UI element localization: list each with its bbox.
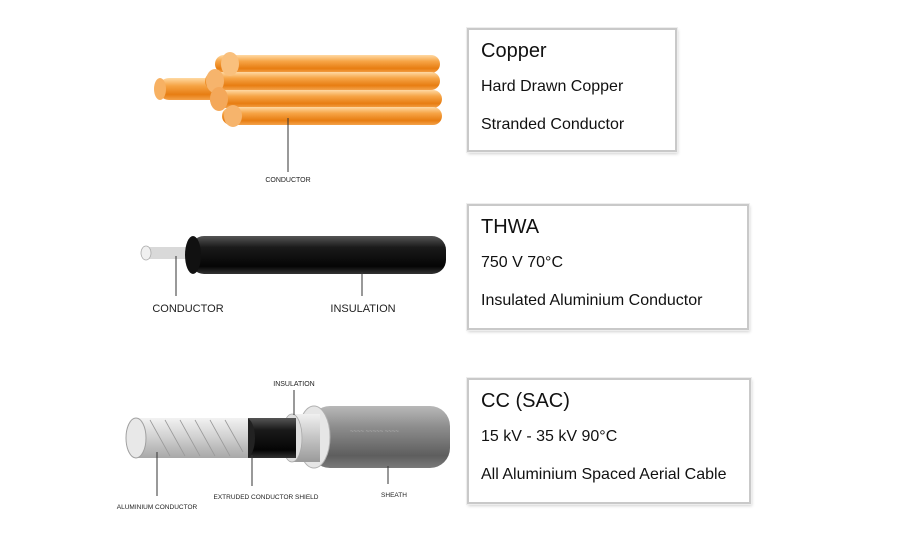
cc-insulation-label: INSULATION — [273, 381, 315, 388]
thwa-strand-end — [140, 245, 152, 261]
copper-spec-box: Copper Hard Drawn Copper Stranded Conduc… — [467, 28, 677, 152]
copper-strand — [222, 107, 442, 125]
copper-strand-end — [154, 78, 166, 100]
copper-strand — [210, 90, 442, 108]
thwa-cable-illustration: CONDUCTOR INSULATION — [140, 236, 446, 315]
thwa-insulation — [190, 236, 446, 274]
thwa-line2: Insulated Aluminium Conductor — [481, 292, 703, 309]
cc-sac-spec-box: CC (SAC) 15 kV - 35 kV 90°C All Aluminiu… — [467, 378, 751, 504]
cc-sac-cable-illustration: ~~~~ ~~~~~ ~~~~ INSULATION ALUMINIUM CON… — [117, 381, 450, 511]
cc-sheath — [310, 406, 450, 468]
cc-conductor-end — [125, 417, 147, 459]
thwa-insulation-label: INSULATION — [330, 303, 395, 315]
cc-aluminium-conductor — [136, 418, 248, 458]
cc-shield-label: EXTRUDED CONDUCTOR SHIELD — [214, 494, 319, 501]
sheath-print-marking: ~~~~ ~~~~~ ~~~~ — [350, 429, 399, 435]
thwa-title: THWA — [481, 216, 540, 238]
copper-strand-end — [210, 87, 228, 111]
copper-title: Copper — [481, 40, 547, 62]
copper-strand — [205, 72, 440, 90]
thwa-line1: 750 V 70°C — [481, 254, 564, 271]
copper-conductor-label: CONDUCTOR — [265, 177, 310, 184]
copper-line2: Stranded Conductor — [481, 116, 625, 133]
copper-line1: Hard Drawn Copper — [481, 78, 624, 95]
copper-conductor-illustration: CONDUCTOR — [154, 52, 442, 184]
copper-strand-end — [224, 105, 242, 127]
thwa-insulation-end — [185, 236, 201, 274]
cc-sheath-label: SHEATH — [381, 492, 407, 499]
copper-strand-end — [221, 52, 239, 76]
thwa-conductor-label: CONDUCTOR — [152, 303, 223, 315]
copper-strand-end — [206, 69, 224, 93]
thwa-spec-box: THWA 750 V 70°C Insulated Aluminium Cond… — [467, 204, 749, 330]
cc-sac-title: CC (SAC) — [481, 390, 570, 412]
cc-sac-line1: 15 kV - 35 kV 90°C — [481, 428, 618, 445]
aluminium-strand-lines — [149, 419, 244, 457]
cc-aluminium-conductor-label: ALUMINIUM CONDUCTOR — [117, 504, 198, 511]
cc-sac-line2: All Aluminium Spaced Aerial Cable — [481, 466, 727, 483]
copper-strand — [215, 55, 440, 73]
